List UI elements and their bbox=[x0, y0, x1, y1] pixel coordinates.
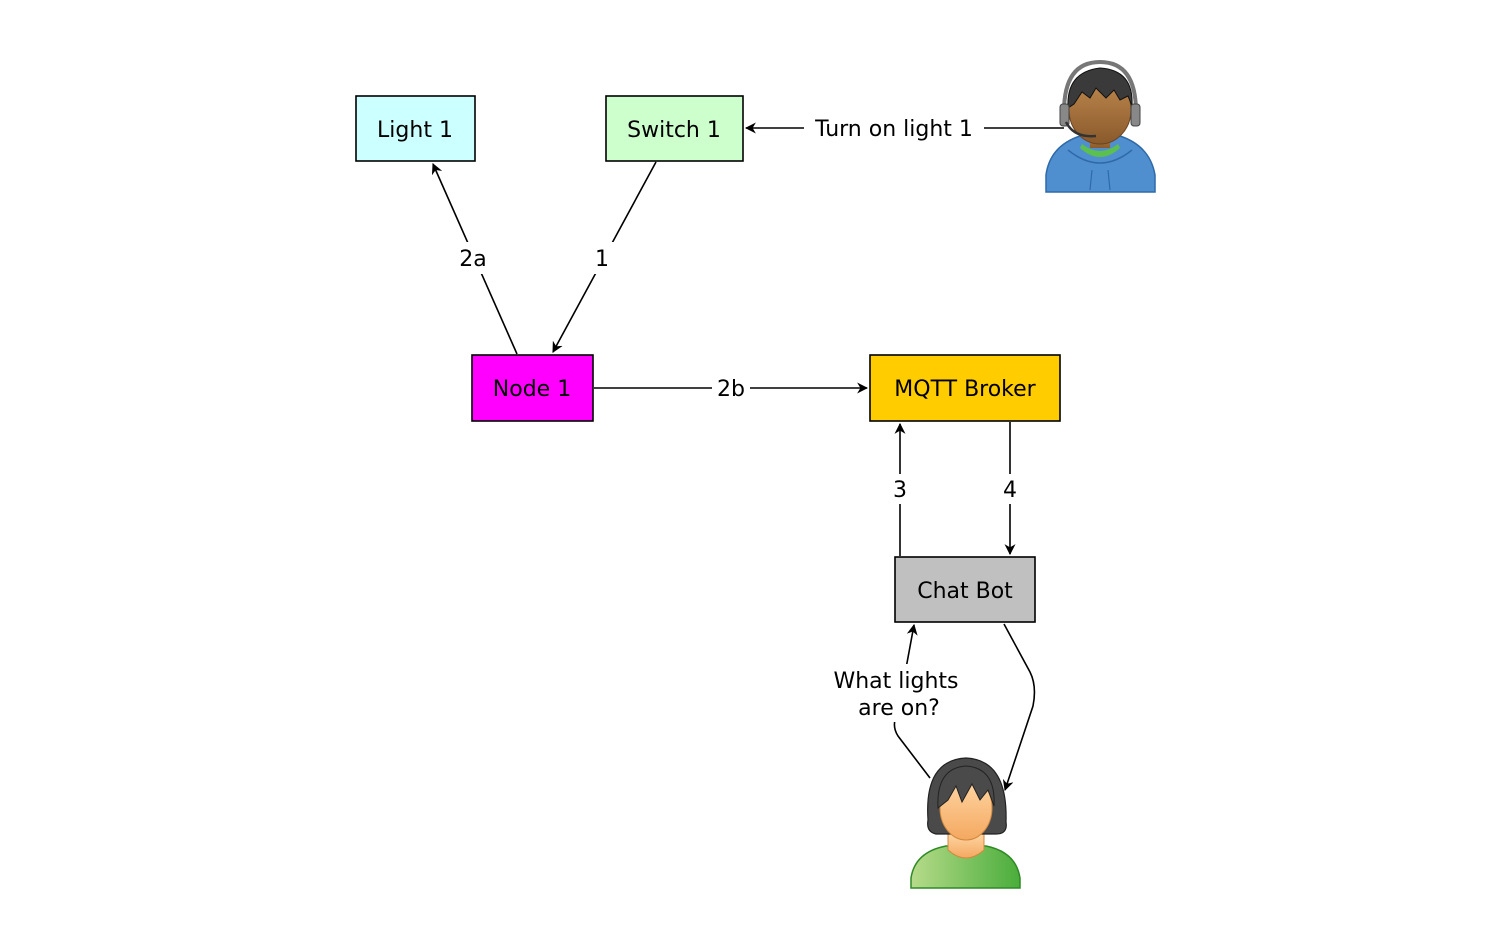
node-mqtt-broker[interactable]: MQTT Broker bbox=[869, 354, 1061, 422]
edge-1: 1 bbox=[552, 161, 657, 353]
edge-turn-on-light: Turn on light 1 bbox=[744, 114, 1064, 142]
edge-2b: 2b bbox=[594, 374, 869, 402]
edge-label-turn-on: Turn on light 1 bbox=[814, 117, 973, 142]
node-label-switch-1: Switch 1 bbox=[627, 118, 721, 143]
edge-label-2a: 2a bbox=[459, 247, 486, 272]
edge-question: What lights are on? bbox=[826, 623, 966, 779]
edge-3: 3 bbox=[888, 422, 912, 556]
node-node-1[interactable]: Node 1 bbox=[471, 354, 594, 422]
node-chat-bot[interactable]: Chat Bot bbox=[894, 556, 1036, 623]
edge-2a: 2a bbox=[431, 162, 518, 355]
user-person-icon bbox=[910, 757, 1021, 889]
edge-label-question-line2: are on? bbox=[858, 696, 940, 721]
node-switch-1[interactable]: Switch 1 bbox=[605, 95, 744, 162]
node-label-light-1: Light 1 bbox=[377, 118, 453, 143]
node-light-1[interactable]: Light 1 bbox=[355, 95, 476, 162]
edge-label-2b: 2b bbox=[717, 377, 745, 402]
edge-label-question-line1: What lights bbox=[833, 669, 958, 694]
edge-label-4: 4 bbox=[1003, 478, 1017, 503]
node-label-node-1: Node 1 bbox=[493, 377, 571, 402]
edge-label-1: 1 bbox=[595, 247, 609, 272]
edge-label-3: 3 bbox=[893, 478, 907, 503]
edge-4: 4 bbox=[998, 422, 1022, 556]
edge-reply bbox=[1002, 623, 1036, 792]
node-label-chat-bot: Chat Bot bbox=[917, 579, 1013, 604]
support-agent-headset-icon bbox=[1045, 59, 1156, 193]
node-label-mqtt-broker: MQTT Broker bbox=[894, 377, 1036, 402]
